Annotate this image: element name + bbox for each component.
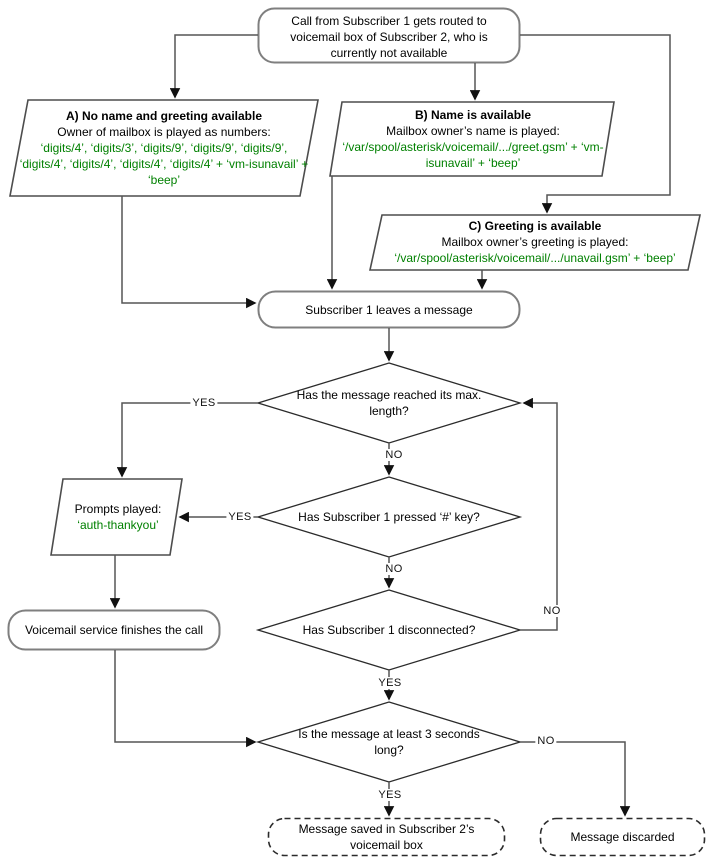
option-a-subtitle: Owner of mailbox is played as numbers: [57,125,271,139]
option-b-title: B) Name is available [414,108,532,122]
prompts-played-node-shape [50,478,183,556]
option-a-node: A) No name and greeting available Owner … [16,101,312,195]
label-min-length-no: NO [535,735,557,747]
option-b-subtitle: Mailbox owner’s name is played: [386,124,560,138]
label-disconnected-yes: YES [376,677,404,689]
edge-max-length-yes-to-prompts [116,402,258,478]
label-disconnected-no: NO [541,605,563,617]
option-c-node: C) Greeting is available Mailbox owner’s… [376,216,694,268]
edge-finish-call-to-min-length [114,650,257,748]
option-a-title: A) No name and greeting available [65,109,263,123]
leave-message-node-shape [257,290,521,329]
finish-call-node-shape [7,609,221,651]
finish-call-node: Voicemail service finishes the call [12,613,216,647]
label-max-length-no: NO [383,449,405,461]
message-discarded-node: Message discarded [544,821,701,853]
prompts-played-node: Prompts played: ‘auth-thankyou’ [53,494,183,540]
edge-option-a-to-leave-message [121,196,257,309]
edge-disconnected-no-to-max-length [520,397,558,631]
start-node: Call from Subscriber 1 gets routed to vo… [266,13,512,61]
decision-hash-key-text: Has Subscriber 1 pressed ‘#’ key? [298,510,480,524]
option-a-node-shape [9,99,319,197]
decision-max-length-node: Has the message reached its max. length? [294,381,484,425]
label-max-length-yes: YES [190,397,218,409]
option-c-subtitle: Mailbox owner’s greeting is played: [441,235,629,249]
edge-start-to-option-c [520,34,671,214]
label-min-length-yes: YES [376,789,404,801]
finish-call-text: Voicemail service finishes the call [24,623,204,637]
option-b-node-shape [329,101,615,177]
option-b-node: B) Name is available Mailbox owner’s nam… [338,104,608,174]
label-hash-yes: YES [226,511,254,523]
decision-disconnected-node: Has Subscriber 1 disconnected? [284,620,494,640]
leave-message-node: Subscriber 1 leaves a message [262,294,516,325]
message-saved-text: Message saved in Subscriber 2’s voicemai… [298,822,475,852]
start-node-shape [257,7,521,64]
edge-min-length-no-to-discarded [520,741,631,817]
option-c-node-shape [369,214,701,271]
message-discarded-text: Message discarded [570,830,675,844]
decision-min-length-node: Is the message at least 3 seconds long? [294,720,484,764]
decision-hash-key-node: Has Subscriber 1 pressed ‘#’ key? [284,507,494,527]
decision-min-length-text: Is the message at least 3 seconds long? [298,727,480,757]
label-hash-no: NO [383,563,405,575]
edge-start-to-option-a [169,34,258,99]
decision-disconnected-text: Has Subscriber 1 disconnected? [302,623,476,637]
option-b-prompt: ‘/var/spool/asterisk/voicemail/.../greet… [342,140,604,170]
message-saved-node: Message saved in Subscriber 2’s voicemai… [272,821,501,853]
prompts-played-title: Prompts played: [74,502,162,516]
leave-message-text: Subscriber 1 leaves a message [305,302,473,317]
option-c-title: C) Greeting is available [468,219,602,233]
message-discarded-node-shape [539,817,706,857]
start-node-text: Call from Subscriber 1 gets routed to vo… [290,14,488,60]
decision-max-length-text: Has the message reached its max. length? [296,388,482,418]
option-c-prompt: ‘/var/spool/asterisk/voicemail/.../unava… [394,251,676,265]
option-a-prompt: ‘digits/4’, ‘digits/3’, ‘digits/9’, ‘dig… [19,141,309,187]
message-saved-node-shape [267,817,506,857]
prompts-played-prompt: ‘auth-thankyou’ [77,518,159,532]
